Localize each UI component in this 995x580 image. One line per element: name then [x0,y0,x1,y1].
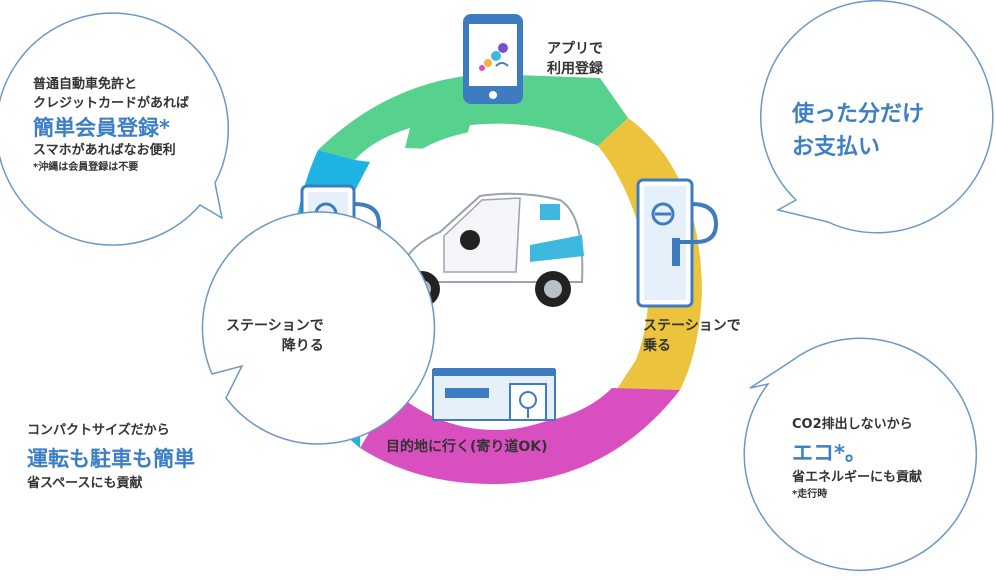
building-icon [432,368,556,421]
bubble-bottom-right-text: CO2排出しないから エコ*。 省エネルギーにも貢献 *走行時 [792,417,923,501]
bubble-top-left [0,12,230,246]
bubble-bottom-left-text: コンパクトサイズだから 運転も駐車も簡単 省スペースにも貢献 [27,423,195,492]
ring-segment-drive [360,372,680,485]
highlight-text: 簡単会員登録* [33,115,170,140]
bubble-top-left-text: 普通自動車免許と クレジットカードがあれば 簡単会員登録* スマホがあればなお便… [33,77,190,173]
step-label-drive: 目的地に行く(寄り道OK) [386,439,548,455]
highlight-text: 運転も駐車も簡単 [27,446,195,471]
charging-station-icon [636,178,719,308]
bubble-bottom-left [201,211,436,445]
bubble-top-right-text: 使った分だけ お支払い [792,102,925,160]
bubble-top-right [760,0,994,234]
step-label-return: ステーションで 降りる [226,318,324,355]
ring-segment-app [318,74,628,160]
smartphone-icon [463,14,523,104]
step-label-app: アプリで 利用登録 [547,41,603,78]
step-label-ride: ステーションで 乗る [643,318,741,355]
highlight-text: エコ*。 [792,440,866,465]
bubble-bottom-right [743,337,978,572]
